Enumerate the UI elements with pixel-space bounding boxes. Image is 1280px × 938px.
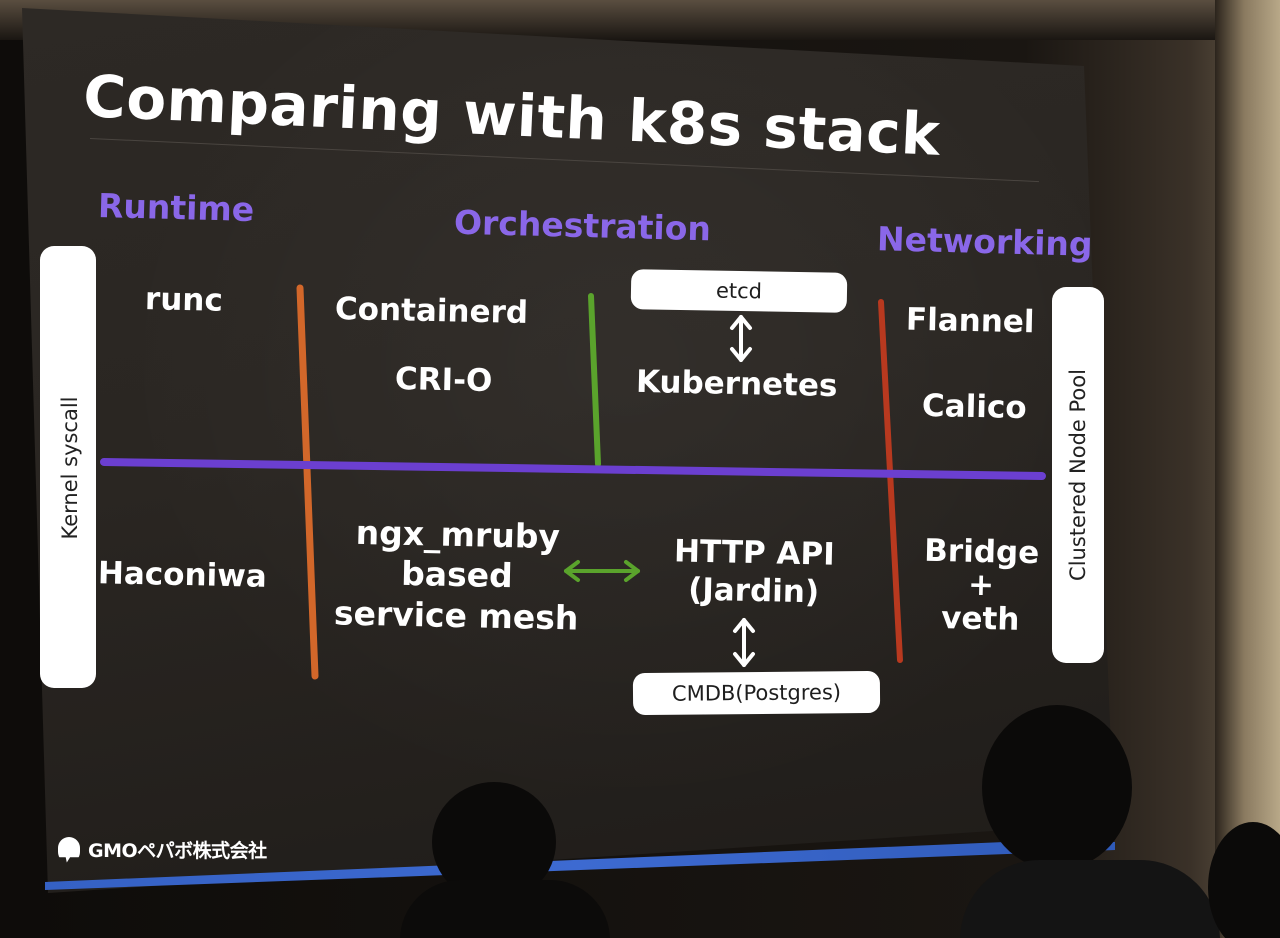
node-pool-bar [1052, 287, 1104, 663]
service-mesh-label: ngx_mruby based service mesh [333, 512, 579, 638]
runc-label: runc [144, 281, 224, 319]
logo-mark-icon [58, 836, 80, 863]
logo-text: GMOペパボ株式会社 [88, 840, 267, 862]
company-logo: GMOペパボ株式会社 [58, 836, 267, 863]
mesh-api-arrow [564, 560, 640, 582]
horizontal-divider [100, 458, 1046, 480]
audience-body-left [400, 880, 610, 938]
bridge-veth-label: Bridge + veth [923, 532, 1040, 638]
room-wall [1215, 0, 1280, 938]
haconiwa-label: Haconiwa [97, 555, 268, 595]
http-api-label: HTTP API (Jardin) [673, 533, 836, 611]
runtime-divider [296, 284, 319, 680]
cmdb-box: CMDB(Postgres) [632, 670, 881, 716]
screen-glow [22, 8, 1114, 893]
orchestration-divider [588, 293, 601, 467]
kubernetes-label: Kubernetes [635, 363, 838, 405]
audience-head-far-right [1208, 822, 1280, 938]
containerd-label: Containerd [334, 290, 529, 332]
projection-screen [22, 8, 1114, 893]
kernel-syscall-label: Kernel syscall [58, 396, 82, 540]
calico-label: Calico [921, 387, 1027, 427]
audience-body-right [960, 860, 1220, 938]
networking-divider [878, 299, 903, 663]
api-cmdb-arrow [733, 618, 755, 667]
etcd-box: etcd [630, 269, 848, 313]
flannel-label: Flannel [905, 301, 1035, 341]
audience-head-right [982, 705, 1132, 870]
etcd-kubernetes-arrow [730, 315, 752, 362]
node-pool-label: Clustered Node Pool [1066, 369, 1090, 581]
kernel-syscall-bar [40, 246, 96, 688]
cri-o-label: CRI-O [394, 360, 493, 400]
